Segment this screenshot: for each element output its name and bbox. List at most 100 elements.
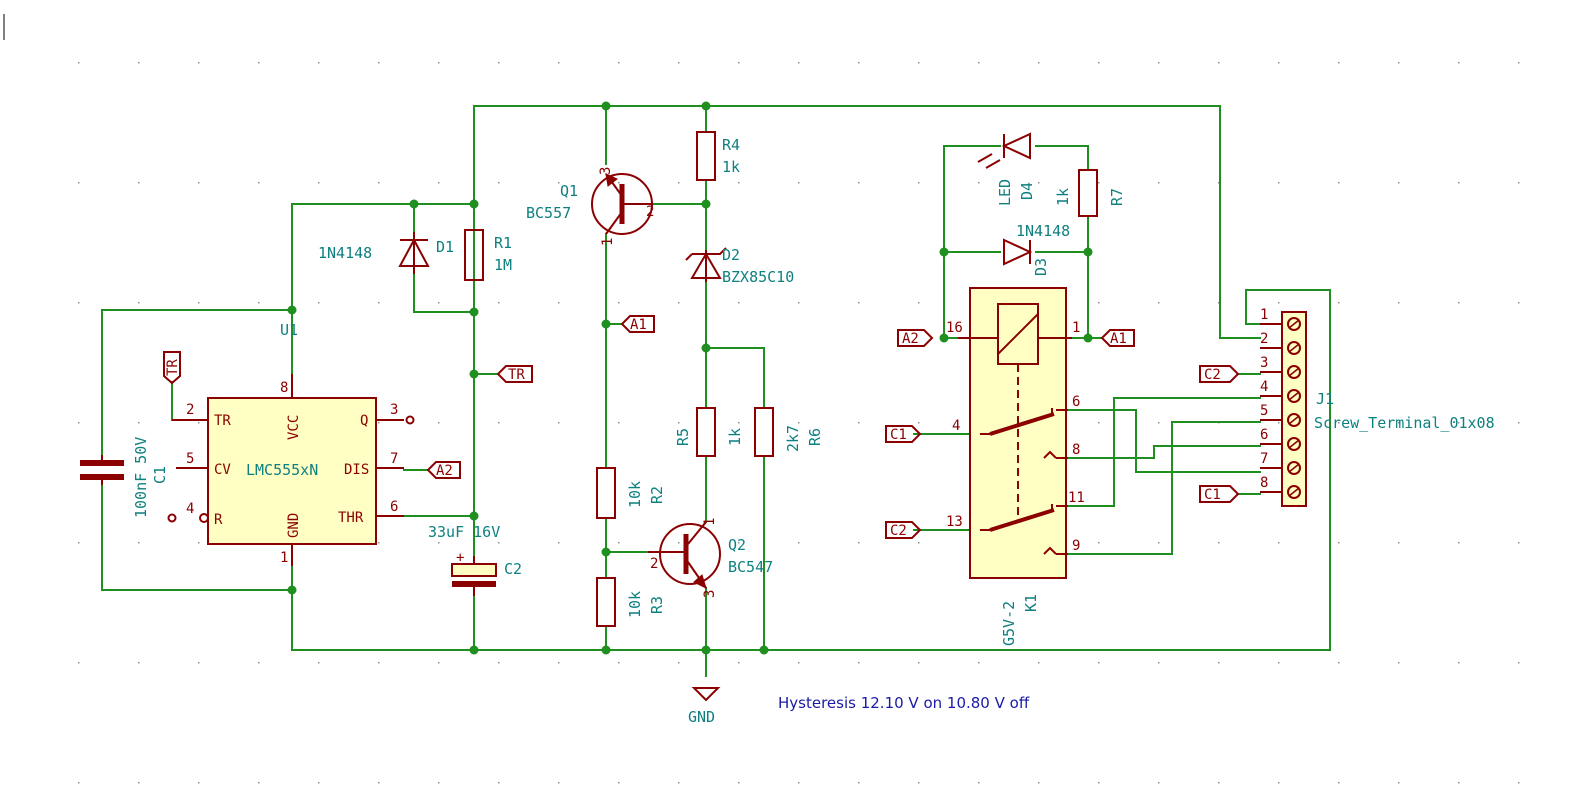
grid-dot xyxy=(1278,62,1280,64)
c2-polarity: + xyxy=(456,550,464,566)
u1-pin-num-gnd: 1 xyxy=(280,550,288,566)
grid-dot xyxy=(1218,782,1220,784)
u1-timer-ic: 2 TR 5 CV 4 R 8 VCC 1 GND 3 Q 7 DIS 6 TH… xyxy=(167,321,415,566)
r6-resistor: 2k7 R6 xyxy=(754,407,824,457)
j1-pin-7: 7 xyxy=(1260,451,1301,475)
grid-dot xyxy=(78,662,80,664)
d2-zener-diode: D2 BZX85C10 xyxy=(685,246,794,286)
u1-pin-thr: THR xyxy=(338,510,364,526)
d3-value: 1N4148 xyxy=(1016,222,1070,240)
r6-ref: R6 xyxy=(806,428,824,446)
grid-dot xyxy=(78,782,80,784)
u1-pin-num-r: 4 xyxy=(186,501,194,517)
grid-dot xyxy=(858,542,860,544)
grid-dot xyxy=(498,662,500,664)
q2-ref: Q2 xyxy=(728,536,746,554)
grid-dot xyxy=(798,542,800,544)
grid-dot xyxy=(798,302,800,304)
grid-dot xyxy=(1218,302,1220,304)
grid-dot xyxy=(438,62,440,64)
grid-dot xyxy=(1398,782,1400,784)
grid-dot xyxy=(198,542,200,544)
grid-dot xyxy=(1398,62,1400,64)
grid-dot xyxy=(1098,542,1100,544)
grid-dot xyxy=(738,662,740,664)
grid-dot xyxy=(258,182,260,184)
grid-dot xyxy=(558,542,560,544)
grid-dot xyxy=(1518,422,1520,424)
j1-pin-6: 6 xyxy=(1260,427,1301,451)
grid-dot xyxy=(78,422,80,424)
grid-dot xyxy=(1218,662,1220,664)
grid-dot xyxy=(1398,542,1400,544)
grid-dot xyxy=(858,782,860,784)
grid-dot xyxy=(618,782,620,784)
grid-dot xyxy=(78,542,80,544)
j1-pin-4: 4 xyxy=(1260,379,1301,403)
grid-dot xyxy=(738,542,740,544)
c1-capacitor: C1 100nF 50V xyxy=(80,437,169,518)
svg-text:6: 6 xyxy=(1260,427,1268,443)
grid-dot xyxy=(1158,62,1160,64)
grid-dot xyxy=(498,422,500,424)
grid-dot xyxy=(738,62,740,64)
wires xyxy=(101,105,1331,677)
grid-dot xyxy=(378,422,380,424)
grid-dot xyxy=(1338,302,1340,304)
grid-dot xyxy=(1338,782,1340,784)
grid-dot xyxy=(138,302,140,304)
grid-dot xyxy=(1158,542,1160,544)
grid-dot xyxy=(1518,662,1520,664)
r1-ref: R1 xyxy=(494,234,512,252)
grid-dot xyxy=(78,182,80,184)
d3-ref: D3 xyxy=(1032,258,1050,276)
grid-dot xyxy=(1458,782,1460,784)
r6-value: 2k7 xyxy=(784,425,802,452)
grid-dot xyxy=(1158,782,1160,784)
u1-pin-num-q: 3 xyxy=(390,402,398,418)
net-label-a2-relay: A2 xyxy=(902,331,919,347)
grid-dot xyxy=(738,422,740,424)
u1-pin-num-cv: 5 xyxy=(186,451,194,467)
c2-capacitor: + C2 33uF 16V xyxy=(428,523,522,596)
j1-value: Screw_Terminal_01x08 xyxy=(1314,414,1495,432)
u1-value: LMC555xN xyxy=(246,461,318,479)
u1-pin-num-vcc: 8 xyxy=(280,380,288,396)
grid-dot xyxy=(1398,302,1400,304)
grid-dot xyxy=(138,62,140,64)
grid-dot xyxy=(558,302,560,304)
grid-dot xyxy=(1098,302,1100,304)
grid-dot xyxy=(858,302,860,304)
q2-value: BC547 xyxy=(728,558,773,576)
grid-dot xyxy=(738,302,740,304)
d2-ref: D2 xyxy=(722,246,740,264)
grid-dot xyxy=(378,542,380,544)
svg-text:3: 3 xyxy=(1260,355,1268,371)
u1-pin-num-dis: 7 xyxy=(390,451,398,467)
grid-dot xyxy=(438,422,440,424)
u1-pin-num-tr: 2 xyxy=(186,402,194,418)
grid-dot xyxy=(678,422,680,424)
grid-dot xyxy=(918,62,920,64)
grid-dot xyxy=(138,182,140,184)
grid-dot xyxy=(438,662,440,664)
grid-dot xyxy=(1278,782,1280,784)
d2-value: BZX85C10 xyxy=(722,268,794,286)
net-label-c2-terminal: C2 xyxy=(1204,367,1221,383)
grid-dot xyxy=(318,62,320,64)
j1-pin-5: 5 xyxy=(1260,403,1301,427)
grid-dot xyxy=(1278,422,1280,424)
grid-dot xyxy=(978,182,980,184)
grid-dot xyxy=(1458,62,1460,64)
d1-diode: D1 1N4148 xyxy=(318,232,454,274)
j1-ref: J1 xyxy=(1316,390,1334,408)
grid-dot xyxy=(1278,542,1280,544)
c1-value: 100nF 50V xyxy=(132,437,150,518)
d4-value: LED xyxy=(996,179,1014,206)
u1-ref: U1 xyxy=(280,321,298,339)
grid-dot xyxy=(498,302,500,304)
grid-dot xyxy=(918,182,920,184)
r7-value: 1k xyxy=(1054,188,1072,206)
